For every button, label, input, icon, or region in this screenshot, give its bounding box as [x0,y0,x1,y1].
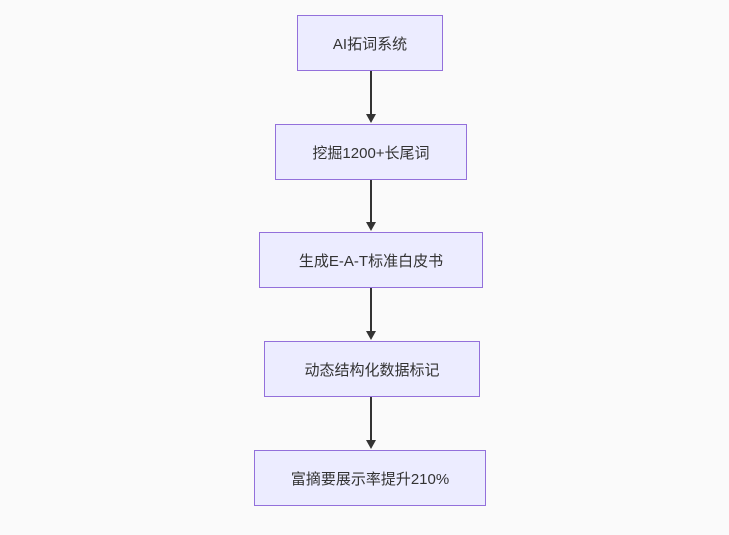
flow-node-ai-word-system: AI拓词系统 [297,15,443,71]
arrow-line [370,397,372,441]
arrow-line [370,180,372,223]
flow-node-label: 生成E-A-T标准白皮书 [298,252,444,270]
arrow-head-icon [366,222,376,231]
flow-arrow-2 [365,180,377,231]
arrow-head-icon [366,440,376,449]
arrow-line [370,71,372,115]
flow-node-longtail-keywords: 挖掘1200+长尾词 [275,124,467,180]
flow-node-eat-whitepaper: 生成E-A-T标准白皮书 [259,232,483,288]
flow-node-rich-snippet-result: 富摘要展示率提升210% [254,450,486,506]
flow-node-label: AI拓词系统 [332,35,408,53]
flow-arrow-3 [365,288,377,340]
flow-arrow-1 [365,71,377,123]
arrow-head-icon [366,331,376,340]
flow-arrow-4 [365,397,377,449]
flow-node-structured-data-markup: 动态结构化数据标记 [264,341,480,397]
arrow-head-icon [366,114,376,123]
flow-node-label: 挖掘1200+长尾词 [312,144,430,162]
flow-node-label: 动态结构化数据标记 [304,361,440,379]
arrow-line [370,288,372,332]
flow-node-label: 富摘要展示率提升210% [290,470,450,488]
